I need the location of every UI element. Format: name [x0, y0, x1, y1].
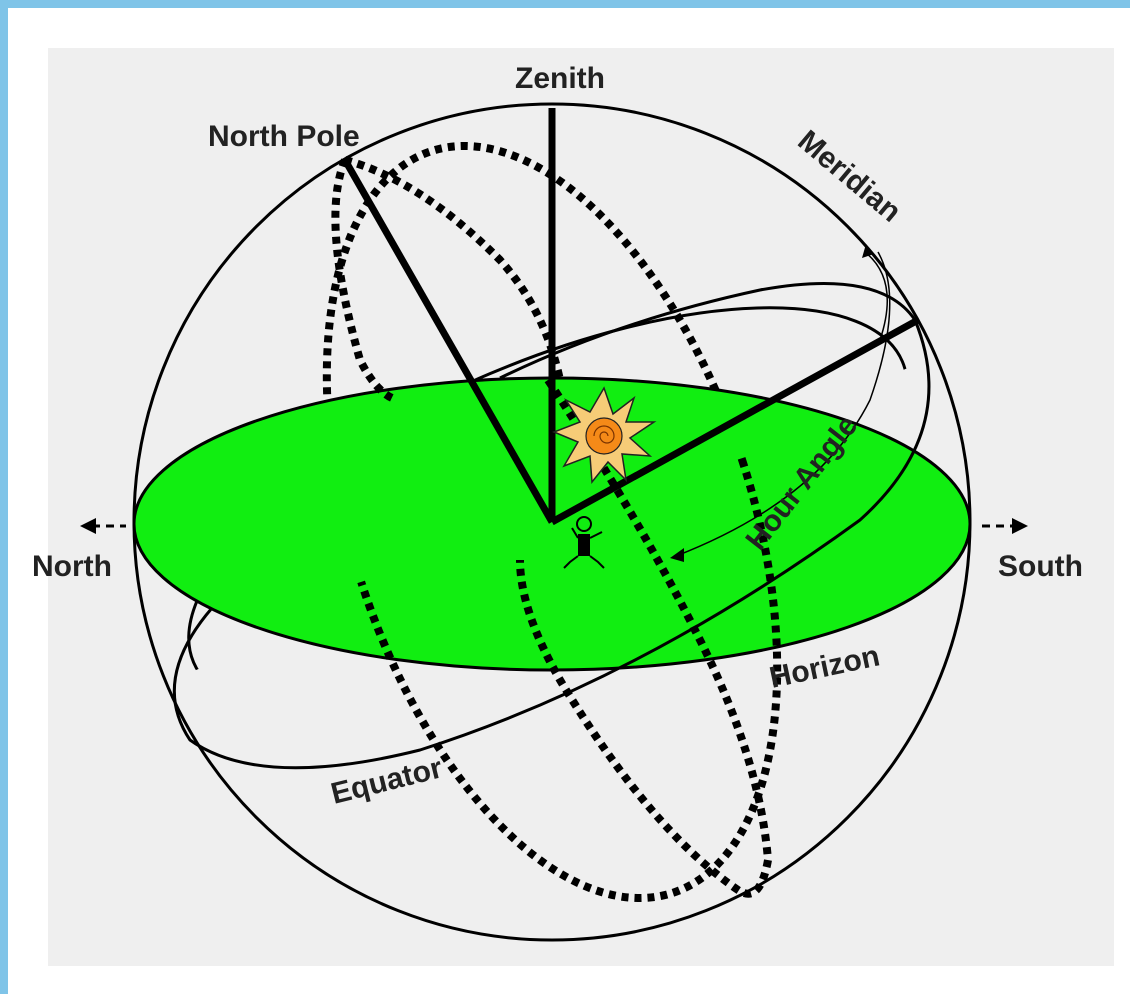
meridian-lower-dotted: [516, 377, 773, 898]
label-south: South: [998, 550, 1083, 583]
south-arrow: [982, 518, 1028, 534]
meridian-circle-front: [322, 341, 782, 903]
hour-angle-arc: [675, 251, 891, 557]
hour-angle-arrowhead: [670, 548, 684, 562]
meridian-arc: [864, 251, 889, 341]
north-pole-axis: [341, 158, 556, 524]
north-arrow: [80, 518, 126, 534]
label-north-pole: North Pole: [208, 120, 360, 153]
meridian-equator-line: [550, 316, 920, 526]
label-equator: Equator: [328, 751, 446, 811]
observer-icon: [563, 516, 605, 569]
equator-ring-front: [172, 319, 931, 770]
label-north: North: [32, 550, 112, 583]
sun-icon: [551, 386, 657, 484]
label-zenith: Zenith: [515, 62, 605, 95]
label-meridian: Meridian: [792, 124, 908, 229]
equator-ring-upper: [499, 281, 917, 380]
label-horizon: Horizon: [767, 639, 883, 694]
meridian-upper-dotted: [331, 156, 564, 402]
meridian-arc-arrowhead: [862, 244, 874, 258]
